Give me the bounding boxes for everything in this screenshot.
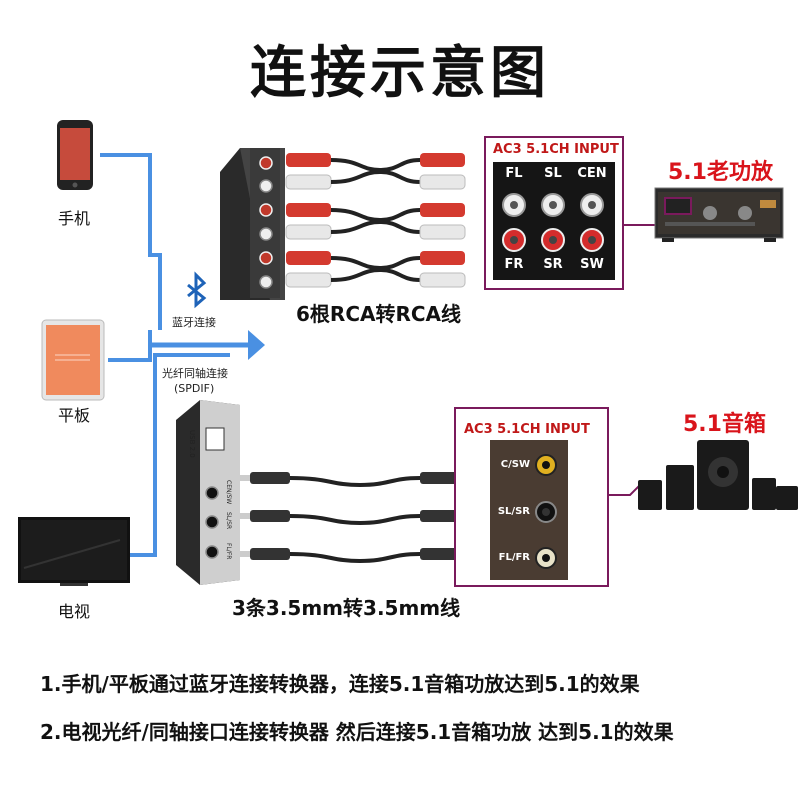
optical-label: 光纤同轴连接 [162,367,228,380]
tablet-label: 平板 [58,406,91,425]
mini-cable-2 [240,510,470,526]
mini-jack-label-flfr: FL/FR [498,552,530,563]
spdif-label: (SPDIF) [174,382,215,395]
tv-label: 电视 [58,602,91,621]
note-1: 1.手机/平板通过蓝牙连接转换器，连接5.1音箱功放达到5.1的效果 [40,672,640,696]
rca-cable-pair-1 [285,153,466,190]
rca-cables [285,153,466,288]
rca-converter [220,148,285,300]
bluetooth-icon [187,271,207,309]
rca-jack-label-fl: FL [505,166,523,181]
rca-jack-label-sw: SW [580,257,604,272]
mini-cable-3 [240,548,470,564]
rca-cable-pair-2 [285,203,466,240]
usb-port-label: USB 2.0 [188,430,196,458]
mini-converter [176,400,240,585]
rca-cable-pair-3 [285,251,466,288]
port-label-slsr: SL/SR [225,512,232,530]
mini-jack-label-csw: C/SW [500,459,530,470]
rca-jack-label-sl: SL [544,166,562,181]
mini-cable-1 [240,472,470,488]
mini-panel-title: AC3 5.1CH INPUT [464,422,590,437]
rca-cable-caption: 6根RCA转RCA线 [296,302,462,326]
phone-label: 手机 [58,209,91,228]
amp-label: 5.1老功放 [668,160,773,185]
amplifier-illustration [654,187,784,242]
bluetooth-label: 蓝牙连接 [172,316,216,329]
note-2: 2.电视光纤/同轴接口连接转换器 然后连接5.1音箱功放 达到5.1的效果 [40,720,674,744]
mini-cable-caption: 3条3.5mm转3.5mm线 [232,596,461,620]
port-label-flfr: FL/FR [225,543,232,560]
rca-panel-face [493,162,615,280]
rca-jack-label-sr: SR [543,257,563,272]
tablet-line [108,330,152,362]
speaker-leader-line [608,484,641,496]
tv-illustration [18,517,130,586]
mini-jack-label-slsr: SL/SR [497,506,530,517]
phone-line [100,153,162,330]
connection-lines [100,153,255,557]
rca-jack-label-fr: FR [504,257,524,272]
tv-line [130,353,230,557]
mini-cables [240,472,470,564]
port-label-censw: CEN/SW [225,480,232,505]
arrow-head [248,330,265,360]
mini-panel-jacks [535,454,557,569]
rca-jack-label-cen: CEN [577,166,607,181]
phone-illustration [57,120,93,190]
rca-panel-title: AC3 5.1CH INPUT [493,142,619,157]
rca-panel-jacks [502,193,604,252]
page-title: 连接示意图 [250,41,550,106]
speaker-label: 5.1音箱 [683,412,766,437]
speaker-set-illustration [638,440,798,510]
tablet-illustration [41,319,105,401]
